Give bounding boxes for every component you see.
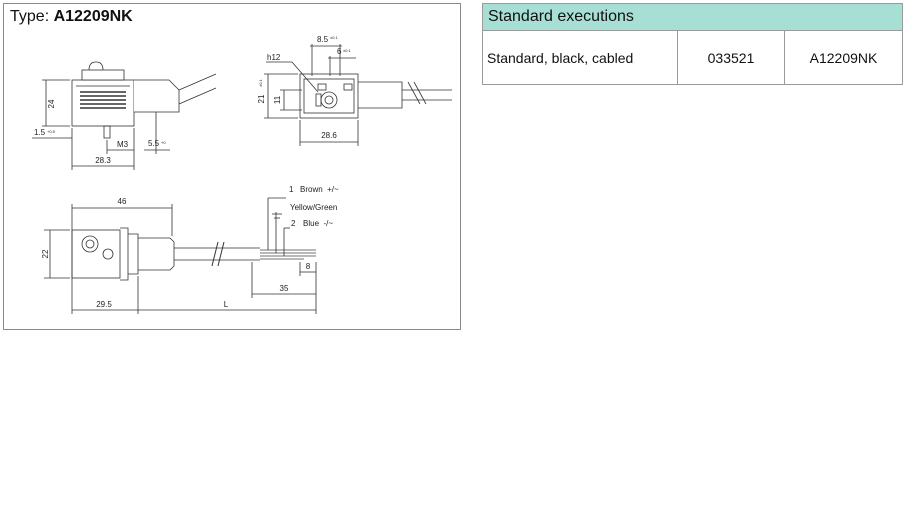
dim-21-tol: ±0.1	[258, 78, 263, 87]
dim-L: L	[224, 300, 229, 309]
dim-22: 22	[41, 249, 50, 258]
dim-6: 6	[337, 47, 342, 56]
dim-24: 24	[47, 99, 56, 108]
wire-1-label: Brown +/~	[300, 185, 339, 194]
type-prefix: Type:	[10, 8, 54, 25]
side-view-body	[71, 79, 135, 127]
dim-28-6: 28.6	[321, 131, 337, 140]
row-code: 033521	[677, 30, 785, 85]
dim-5-5: 5.5	[148, 139, 160, 148]
connector-drawing: 24 1.5 +0.5 M3 5.5 +0 28.3 8.5 ±0.1 6 ±0…	[32, 35, 452, 314]
dim-11: 11	[273, 95, 282, 104]
bottom-view-body	[71, 229, 121, 279]
earth-wire-label: Yellow/Green	[290, 203, 337, 212]
table-header: Standard executions	[482, 3, 903, 31]
type-code: A12209NK	[53, 8, 133, 25]
standard-executions-table: Standard executions Standard, black, cab…	[482, 3, 903, 85]
dim-m3: M3	[117, 140, 129, 149]
type-title: Type: A12209NK	[10, 8, 133, 26]
technical-drawing-panel: Type: A12209NK	[3, 3, 461, 330]
dim-1-5: 1.5	[34, 128, 46, 137]
dim-1-5-tol: +0.5	[47, 129, 56, 134]
dim-28-3: 28.3	[95, 156, 111, 165]
dim-8-5: 8.5	[317, 35, 329, 44]
dim-6-tol: ±0.1	[343, 48, 352, 53]
dim-29-5: 29.5	[96, 300, 112, 309]
dim-8-5-tol: ±0.1	[330, 35, 339, 40]
wire-1-number: 1	[289, 185, 294, 194]
dim-21: 21	[257, 94, 266, 103]
dim-46: 46	[118, 197, 127, 206]
row-description: Standard, black, cabled	[482, 30, 678, 85]
dim-8: 8	[306, 262, 311, 271]
dim-h12: h12	[267, 53, 281, 62]
dim-5-5-tol: +0	[161, 140, 166, 145]
row-type: A12209NK	[784, 30, 903, 85]
wire-2-number: 2	[291, 219, 296, 228]
dim-35: 35	[280, 284, 289, 293]
table-row: Standard, black, cabled 033521 A12209NK	[482, 30, 903, 85]
wire-2-label: Blue -/~	[303, 219, 333, 228]
